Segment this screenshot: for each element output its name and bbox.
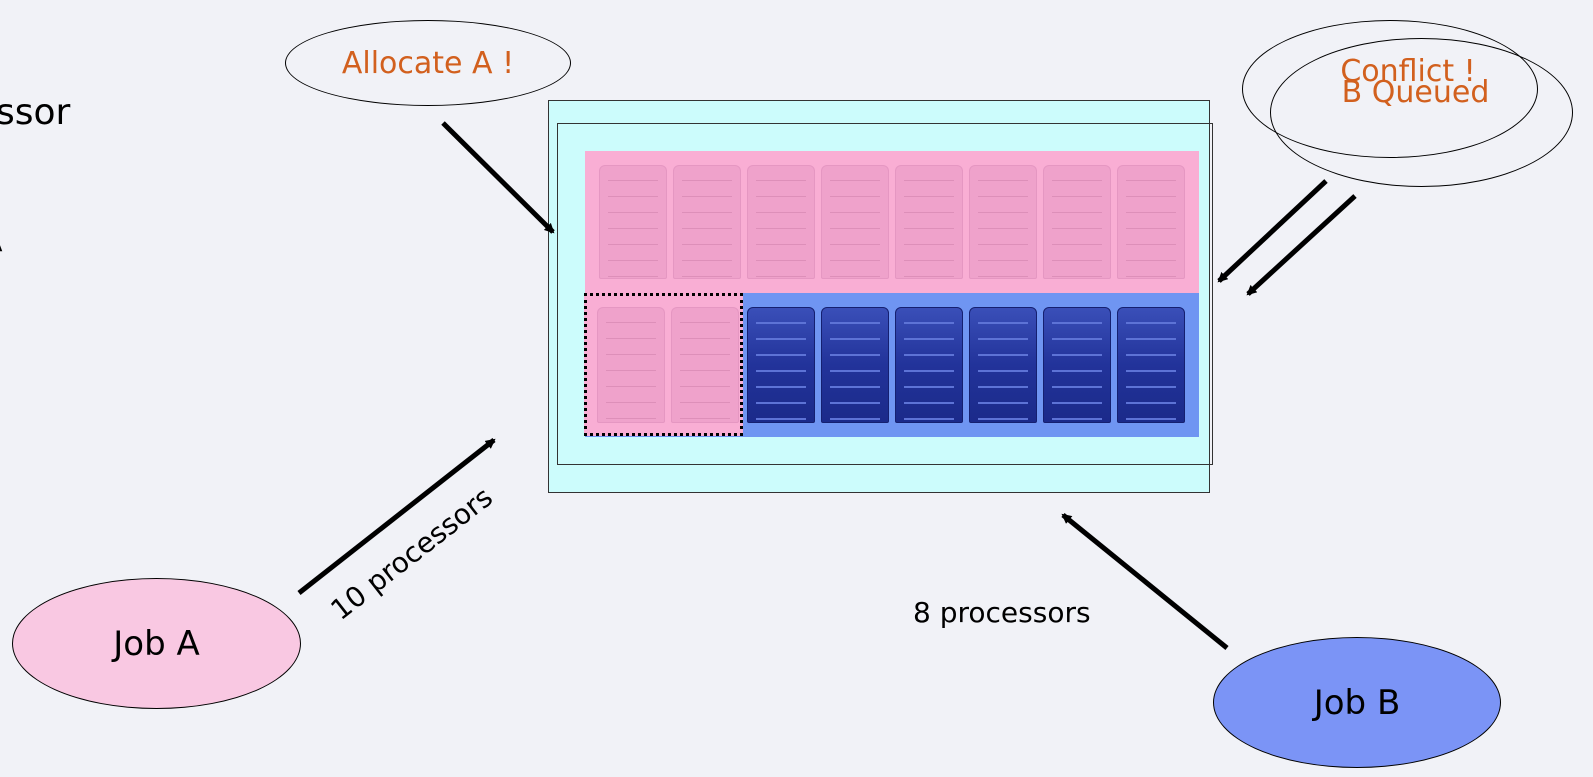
job-a-label: Job A <box>113 623 200 664</box>
server-icon <box>1043 307 1111 423</box>
slide-text-fragment-3: B <box>0 302 1 337</box>
server-icon <box>597 307 665 423</box>
arrow-job-a-request <box>297 438 496 595</box>
server-icon <box>1117 165 1185 279</box>
job-a-node: Job A <box>12 578 301 709</box>
arrow-queued-to-cluster <box>1246 194 1357 296</box>
server-icon <box>895 165 963 279</box>
callout-b-queued-text: B Queued <box>1341 75 1490 110</box>
server-icon <box>821 165 889 279</box>
callout-b-queued: B Queued <box>1270 38 1573 187</box>
server-icon <box>969 165 1037 279</box>
server-icon <box>821 307 889 423</box>
cluster-row-allocated-a <box>585 151 1199 293</box>
reserved-for-job-a-box <box>584 293 743 436</box>
cluster-inner-frame <box>557 123 1213 465</box>
arrow-job-b-request <box>1061 513 1229 650</box>
server-icon <box>969 307 1037 423</box>
server-icon <box>671 307 739 423</box>
server-icon <box>747 307 815 423</box>
callout-allocate-a-text: Allocate A ! <box>341 45 515 81</box>
server-icon <box>1043 165 1111 279</box>
arrow-conflict-to-cluster <box>1217 179 1328 283</box>
callout-allocate-a: Allocate A ! <box>285 20 571 106</box>
server-icon <box>747 165 815 279</box>
server-icon <box>895 307 963 423</box>
job-b-node: Job B <box>1213 637 1501 768</box>
slide-text-fragment-2: A <box>0 224 3 259</box>
job-b-label: Job B <box>1313 682 1401 723</box>
server-icon <box>1117 307 1185 423</box>
server-icon <box>599 165 667 279</box>
slide-text-fragment-1: ssor <box>0 92 71 133</box>
server-icon <box>673 165 741 279</box>
job-b-request-label: 8 processors <box>913 596 1091 629</box>
arrow-allocate-to-cluster <box>441 121 555 234</box>
